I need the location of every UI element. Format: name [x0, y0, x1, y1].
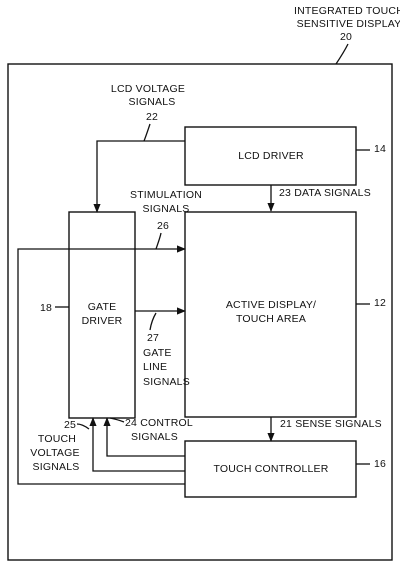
data-signals-label: 23 DATA SIGNALS [279, 187, 371, 199]
touch-voltage-label-line1: TOUCH [38, 433, 76, 445]
lcd-voltage-label-line1: LCD VOLTAGE [111, 83, 185, 95]
figure-title-line2: SENSITIVE DISPLAY [297, 18, 400, 30]
gate-line-label-line3: SIGNALS [143, 376, 190, 388]
figure-title-line1: INTEGRATED TOUCH [294, 5, 400, 17]
touch-voltage-label-line3: SIGNALS [33, 461, 80, 473]
stimulation-ref: 26 [157, 220, 169, 232]
gate-driver-label-line2: DRIVER [82, 315, 123, 327]
lcd-driver-label: LCD DRIVER [238, 150, 304, 162]
lcd-voltage-leader [143, 123, 151, 142]
touch-voltage-leader [76, 423, 90, 430]
gate-driver-block [68, 211, 136, 419]
control-signals-arrow [103, 417, 185, 457]
figure-leader-20 [335, 43, 349, 65]
touch-controller-label: TOUCH CONTROLLER [213, 463, 328, 475]
touch-voltage-signals-arrow [89, 417, 185, 472]
integrated-display-outline [7, 63, 393, 561]
stimulation-label-line2: SIGNALS [143, 203, 190, 215]
sense-signals-label: 21 SENSE SIGNALS [280, 418, 382, 430]
figure-ref-20: 20 [340, 31, 352, 43]
lcd-voltage-ref: 22 [146, 111, 158, 123]
control-signals-label-line1: 24 CONTROL [125, 417, 193, 429]
active-display-ref: 12 [374, 297, 386, 309]
lcd-voltage-label-line2: SIGNALS [129, 96, 176, 108]
touch-controller-ref: 16 [374, 458, 386, 470]
touch-controller-block [184, 440, 357, 498]
stimulation-leader [155, 232, 162, 250]
touch-voltage-ref: 25 [64, 419, 76, 431]
gate-line-leader [149, 312, 157, 331]
active-display-label-line2: TOUCH AREA [236, 313, 306, 325]
gate-line-label-line1: GATE [143, 347, 172, 359]
control-signals-leader [109, 417, 125, 423]
lcd-voltage-arrow [93, 140, 185, 213]
control-signals-label-line2: SIGNALS [131, 431, 178, 443]
gate-driver-label-line1: GATE [88, 301, 117, 313]
gate-line-label-line2: LINE [143, 361, 167, 373]
lcd-driver-ref: 14 [374, 143, 386, 155]
gate-driver-ref: 18 [40, 302, 52, 314]
stimulation-signals-arrow [17, 245, 186, 485]
touch-voltage-label-line2: VOLTAGE [30, 447, 79, 459]
active-display-label-line1: ACTIVE DISPLAY/ [226, 299, 316, 311]
stimulation-label-line1: STIMULATION [130, 189, 202, 201]
gate-line-ref: 27 [147, 332, 159, 344]
